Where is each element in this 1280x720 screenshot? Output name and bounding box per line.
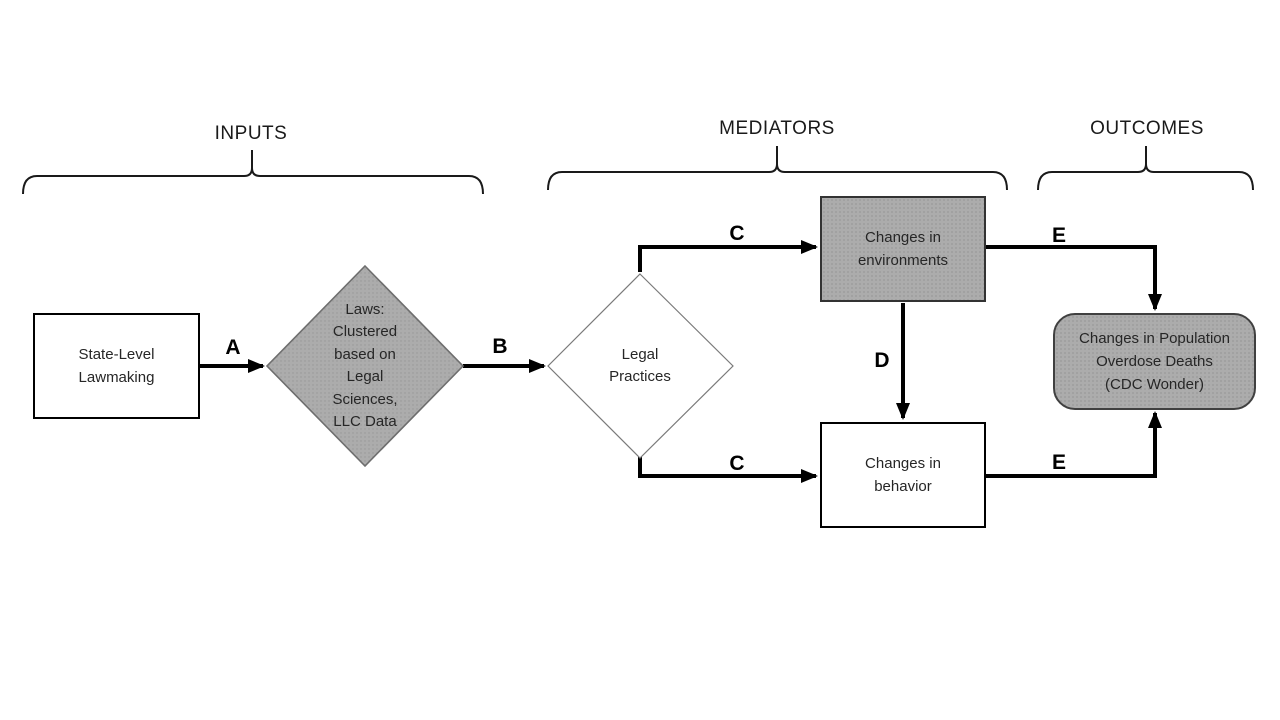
edge-label-e-top: E xyxy=(1051,224,1067,247)
edge-c-top-arrow xyxy=(638,240,818,272)
laws-clustered-label: Laws: Clustered based on Legal Sciences,… xyxy=(332,300,398,431)
outcomes-brace xyxy=(1037,146,1254,191)
edge-label-e-bottom: E xyxy=(1051,451,1067,474)
section-label-mediators: MEDIATORS xyxy=(719,118,835,139)
changes-environments-node: Changes in environments xyxy=(820,196,986,302)
state-level-lawmaking-node: State-Level Lawmaking xyxy=(33,313,200,419)
edge-label-c-top: C xyxy=(729,222,745,245)
edge-e-bottom-arrow xyxy=(986,411,1162,478)
edge-e-top-arrow xyxy=(986,245,1162,311)
edge-label-d: D xyxy=(874,349,890,372)
mediators-brace xyxy=(547,146,1008,191)
edge-c-bottom-arrow xyxy=(638,456,818,483)
legal-practices-diamond xyxy=(547,273,734,459)
edge-label-c-bottom: C xyxy=(729,452,745,475)
section-label-inputs: INPUTS xyxy=(214,123,288,144)
legal-practices-label: Legal Practices xyxy=(609,345,671,386)
edge-label-a: A xyxy=(225,336,241,359)
inputs-brace xyxy=(22,150,484,195)
section-label-outcomes: OUTCOMES xyxy=(1090,118,1204,139)
overdose-deaths-node: Changes in Population Overdose Deaths (C… xyxy=(1053,313,1256,410)
edge-label-b: B xyxy=(492,335,508,358)
laws-clustered-diamond xyxy=(265,264,465,468)
changes-behavior-node: Changes in behavior xyxy=(820,422,986,528)
